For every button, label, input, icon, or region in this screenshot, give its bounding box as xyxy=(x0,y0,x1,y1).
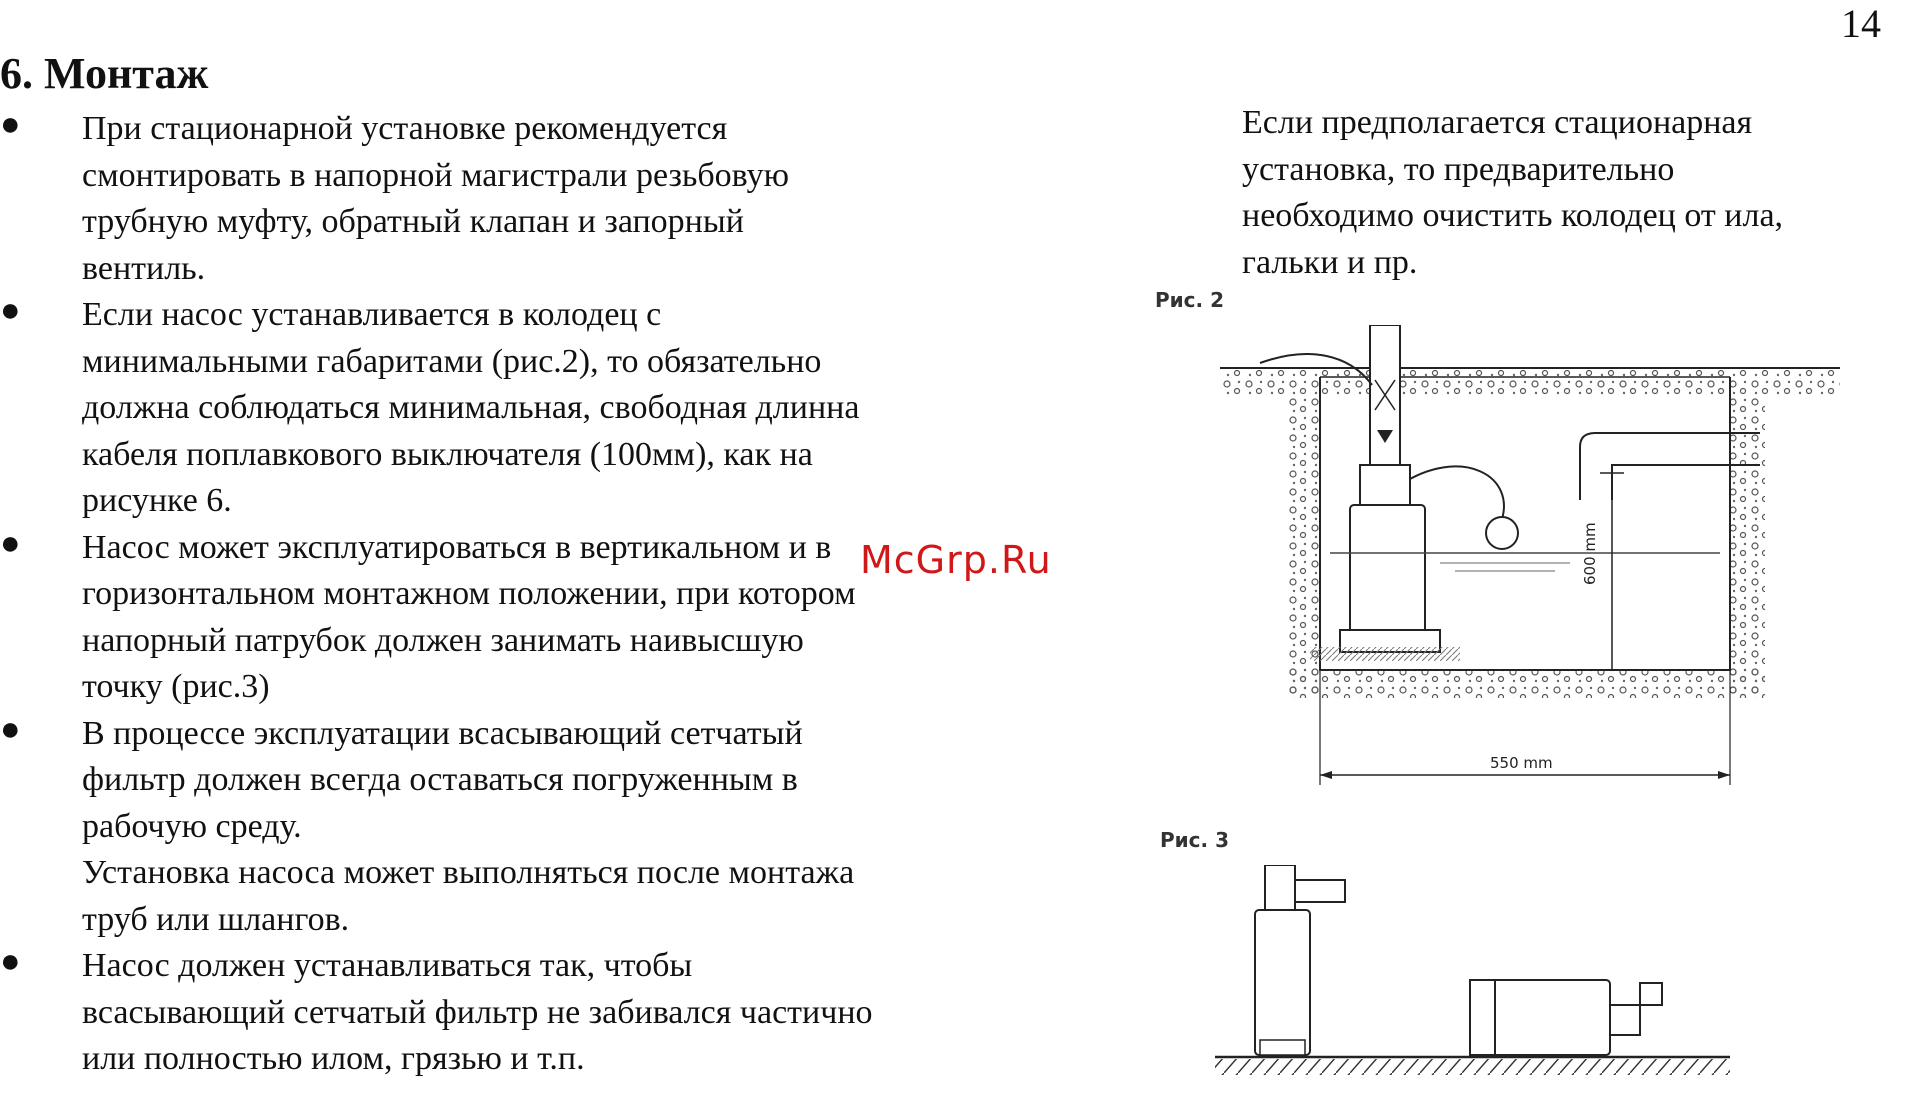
item-line: напорный патрубок должен занимать наивыс… xyxy=(82,621,804,659)
note-line: гальки и пр. xyxy=(1242,243,1418,281)
note-line: Если предполагается стационарная xyxy=(1242,104,1753,141)
page-number: 14 xyxy=(1841,1,1881,46)
watermark: McGrp.Ru xyxy=(860,538,1052,582)
item-line: Насос может эксплуатироваться в вертикал… xyxy=(82,528,832,566)
bullet-icon: ● xyxy=(0,292,21,329)
item-line: труб или шлангов. xyxy=(82,900,350,938)
list-item: ● Если насос устанавливается в колодец с… xyxy=(0,292,1060,525)
item-line: Насос должен устанавливаться так, чтобы xyxy=(82,947,693,984)
item-line: фильтр должен всегда оставаться погружен… xyxy=(82,761,798,798)
list-item: ● Насос может эксплуатироваться в вертик… xyxy=(0,525,1060,711)
list-item: ● В процессе эксплуатации всасывающий се… xyxy=(0,711,1060,851)
bullet-icon: ● xyxy=(0,106,21,143)
item-line: или полностью илом, грязью и т.п. xyxy=(82,1040,585,1077)
item-line: рисунке 6. xyxy=(82,482,232,519)
height-dimension-label: 600 mm xyxy=(1581,522,1599,585)
item-continuation: Установка насоса может выполняться после… xyxy=(0,850,1060,943)
figure3-label: Рис. 3 xyxy=(1160,828,1230,852)
note-line: необходимо очистить колодец от ила, xyxy=(1242,197,1784,234)
figure2-well-diagram: 600 mm 550 mm xyxy=(1220,325,1840,785)
bullet-icon: ● xyxy=(0,524,21,562)
item-line: Если насос устанавливается в колодец с xyxy=(82,296,662,333)
instruction-list: ● При стационарной установке рекомендует… xyxy=(0,106,1060,1083)
item-line: кабеля поплавкового выключателя (100мм),… xyxy=(82,435,813,473)
list-item: ● При стационарной установке рекомендует… xyxy=(0,106,1060,292)
item-line: рабочую среду. xyxy=(82,807,302,845)
item-line: должна соблюдаться минимальная, свободна… xyxy=(82,389,860,426)
figure3-positions-diagram xyxy=(1215,865,1730,1075)
side-note: Если предполагается стационарная установ… xyxy=(1242,100,1892,286)
width-dimension-label: 550 mm xyxy=(1490,754,1553,772)
item-line: минимальными габаритами (рис.2), то обяз… xyxy=(82,342,822,380)
list-item: ● Насос должен устанавливаться так, чтоб… xyxy=(0,943,1060,1083)
item-line: В процессе эксплуатации всасывающий сетч… xyxy=(82,714,803,752)
item-line: горизонтальном монтажном положении, при … xyxy=(82,575,856,612)
note-line: установка, то предварительно xyxy=(1242,150,1675,188)
item-line: вентиль. xyxy=(82,249,206,287)
item-line: всасывающий сетчатый фильтр не забивался… xyxy=(82,993,873,1031)
item-line: Установка насоса может выполняться после… xyxy=(82,854,855,891)
section-heading: 6. Монтаж xyxy=(0,49,209,98)
item-line: смонтировать в напорной магистрали резьб… xyxy=(82,156,789,194)
bullet-icon: ● xyxy=(0,943,21,980)
item-line: При стационарной установке рекомендуется xyxy=(82,110,728,147)
figure2-label: Рис. 2 xyxy=(1155,288,1225,312)
bullet-icon: ● xyxy=(0,710,21,748)
item-line: трубную муфту, обратный клапан и запорны… xyxy=(82,203,744,240)
item-line: точку (рис.3) xyxy=(82,668,270,705)
